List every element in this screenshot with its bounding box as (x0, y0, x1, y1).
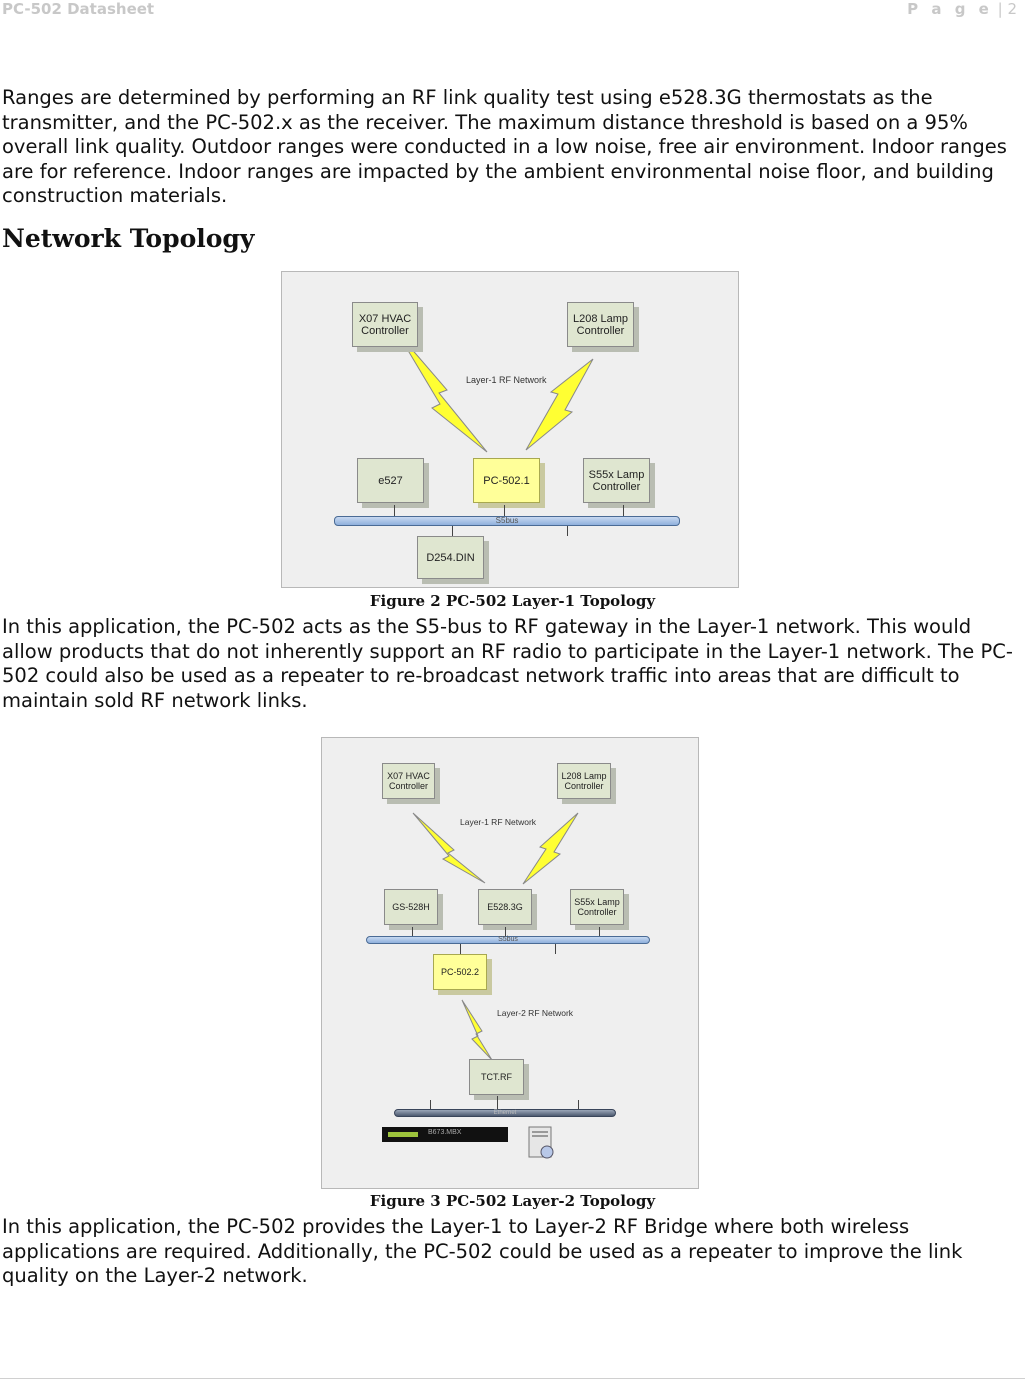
layer2-rf-network-label: Layer-2 RF Network (497, 1008, 574, 1018)
bus-drop-3 (599, 927, 600, 936)
bolt-right (525, 358, 594, 451)
ethernet-line: Ethernet (394, 1109, 616, 1117)
lightning-bolt-icon (396, 331, 594, 453)
status-led-green (388, 1132, 418, 1137)
eth-drop-1 (430, 1100, 431, 1109)
lightning-bolt-icon (412, 812, 579, 1061)
x07-hvac-controller-box: X07 HVAC Controller (352, 302, 418, 347)
bolt-right (522, 812, 579, 885)
x07-hvac-controller-box: X07 HVAC Controller (382, 763, 435, 799)
layer1-description-paragraph: In this application, the PC-502 acts as … (2, 615, 1013, 712)
bus-drop-1 (412, 927, 413, 936)
d254-din-box: D254.DIN (417, 536, 484, 579)
server-icon (528, 1126, 554, 1159)
figure-layer2-topology: X07 HVAC Controller L208 Lamp Controller… (321, 737, 699, 1189)
layer1-rf-network-label: Layer-1 RF Network (466, 375, 547, 385)
layer2-description-paragraph: In this application, the PC-502 provides… (2, 1215, 963, 1287)
s55x-lamp-controller-box: S55x Lamp Controller (570, 889, 624, 925)
layer1-rf-network-label: Layer-1 RF Network (460, 817, 537, 827)
bus-drop-1 (394, 505, 395, 516)
bus-drop-5 (555, 944, 556, 954)
b673-mbx-bar: B673.MBX (382, 1127, 508, 1142)
e527-box: e527 (357, 458, 424, 503)
gs-528h-box: GS-528H (384, 889, 438, 925)
doc-title-header: PC-502 Datasheet (2, 0, 155, 18)
bus-drop-4 (452, 526, 453, 536)
l208-lamp-controller-box: L208 Lamp Controller (567, 302, 634, 347)
pc-502-1-box: PC-502.1 (473, 458, 540, 503)
section-heading: Network Topology (2, 224, 255, 253)
figure2-caption: Figure 3 PC-502 Layer-2 Topology (369, 1192, 656, 1210)
e528-3g-box: E528.3G (478, 889, 532, 925)
bus-drop-5 (567, 526, 568, 536)
tct-rf-box: TCT.RF (469, 1059, 524, 1095)
bus-drop-2 (504, 505, 505, 516)
figure-layer1-topology: X07 HVAC Controller L208 Lamp Controller… (281, 271, 739, 588)
bus-drop-2 (505, 927, 506, 936)
bolt-left (412, 812, 486, 884)
eth-drop-3 (578, 1100, 579, 1109)
footer-divider (0, 1378, 1025, 1379)
eth-drop-2 (497, 1096, 498, 1109)
bolt-left (396, 331, 488, 453)
s5bus-line: S5bus (334, 516, 680, 526)
page-word: P a g e (907, 0, 993, 18)
page-number-header: P a g e | 2 (907, 0, 1017, 18)
pc-502-2-box: PC-502.2 (433, 954, 487, 990)
bus-drop-3 (623, 505, 624, 516)
bus-drop-4 (460, 944, 461, 959)
s55x-lamp-controller-box: S55x Lamp Controller (583, 458, 650, 503)
bolt-layer2 (461, 999, 493, 1061)
page-separator: | (992, 0, 1008, 18)
l208-lamp-controller-box: L208 Lamp Controller (557, 763, 611, 799)
s5bus-line: S5bus (366, 936, 650, 944)
figure1-caption: Figure 2 PC-502 Layer-1 Topology (369, 592, 656, 610)
b673-mbx-label: B673.MBX (428, 1129, 462, 1136)
page-number: 2 (1007, 0, 1017, 18)
intro-paragraph: Ranges are determined by performing an R… (2, 86, 1007, 207)
